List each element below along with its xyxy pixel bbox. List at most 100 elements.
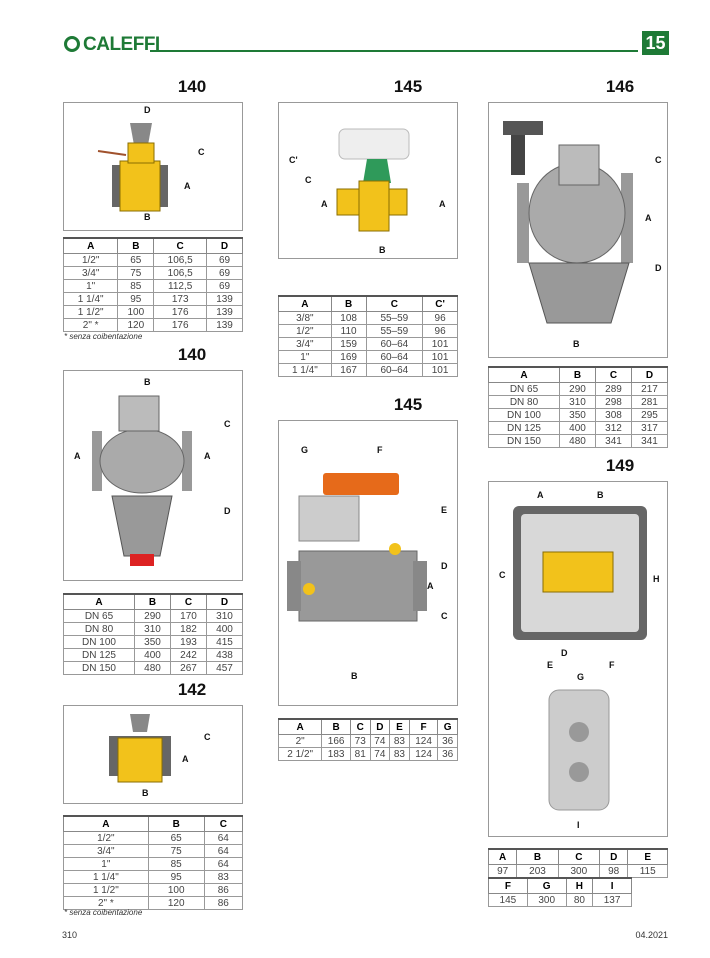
product-title-145-actuated: 145 (393, 395, 423, 414)
footnote: * senza coibentazione (64, 908, 143, 917)
dim-label: C (499, 570, 506, 580)
column-header: G (437, 718, 458, 735)
table-cell: 95 (117, 292, 155, 306)
dim-label: D (441, 561, 448, 571)
column-header: C (349, 718, 371, 735)
table-cell: 300 (557, 864, 601, 878)
column-header: A (62, 237, 119, 254)
column-header: D (205, 593, 244, 610)
table-cell: 290 (559, 382, 596, 396)
table-cell: 310 (205, 609, 244, 623)
dim-label: D (561, 648, 568, 658)
table-cell: 298 (595, 395, 632, 409)
table-cell: 74 (369, 734, 391, 748)
table-cell: DN 125 (487, 421, 561, 435)
table-cell: DN 100 (487, 408, 561, 422)
table-cell: 193 (170, 635, 207, 649)
table-cell: 170 (170, 609, 207, 623)
column-header: F (488, 877, 528, 894)
valve-142-drawing (109, 714, 171, 783)
table-cell: 101 (422, 337, 458, 351)
column-header: C' (422, 295, 458, 312)
table-cell: 95 (147, 870, 205, 884)
column-header: C (365, 295, 424, 312)
table-cell: 203 (516, 864, 559, 878)
table-cell: 69 (206, 253, 243, 267)
table-cell: 312 (595, 421, 632, 435)
column-header: B (559, 366, 596, 383)
valve-140-flanged-drawing (92, 395, 192, 566)
column-header: A (487, 848, 518, 865)
table-cell: 64 (203, 857, 244, 871)
table-cell: 310 (559, 395, 596, 409)
table-cell: 166 (321, 734, 351, 748)
table-cell: 1 1/2" (62, 305, 119, 319)
brand-name: CALEFFI (83, 34, 160, 55)
table-cell: 400 (134, 648, 171, 662)
column-header: B (147, 815, 205, 832)
valve-146-drawing (503, 121, 633, 324)
table-cell: 289 (595, 382, 632, 396)
table-cell: 124 (408, 734, 439, 748)
column-header: D (630, 366, 669, 383)
dim-label: C (441, 611, 448, 621)
table-cell: 96 (422, 324, 458, 338)
diagram-140-flanged: B C A A D (63, 370, 243, 581)
column-header: A (487, 366, 561, 383)
table-cell: 86 (203, 883, 244, 897)
column-header: F (408, 718, 439, 735)
dim-label: D (224, 506, 231, 516)
table-cell: 139 (206, 305, 243, 319)
table-cell: 183 (321, 747, 351, 761)
table-cell: 65 (117, 253, 155, 267)
product-title-140: 140 (177, 77, 207, 96)
table-cell: 480 (134, 661, 171, 675)
table-cell: 242 (170, 648, 207, 662)
table-cell: 1/2" (62, 253, 119, 267)
cabinet-149-drawing (513, 506, 647, 811)
table-cell: 74 (369, 747, 391, 761)
table-cell: 55–59 (365, 311, 424, 325)
table-cell: 310 (134, 622, 171, 636)
table-cell: 217 (630, 382, 669, 396)
table-cell: 75 (117, 266, 155, 280)
table-cell: 69 (206, 266, 243, 280)
table-cell: 1 1/4" (62, 292, 119, 306)
section-badge: 15 (642, 31, 669, 55)
valve-145-drawing (336, 128, 410, 232)
edition-date: 04.2021 (635, 930, 668, 940)
table-cell: 317 (630, 421, 669, 435)
dim-label: F (609, 660, 615, 670)
table-cell: 290 (134, 609, 171, 623)
dim-label: A (537, 490, 544, 500)
dim-label: B (142, 788, 149, 798)
table-cell: 1" (62, 279, 119, 293)
table-cell: 3/4" (62, 266, 119, 280)
table-cell: 295 (630, 408, 669, 422)
table-cell: 64 (203, 844, 244, 858)
dim-label: A (74, 451, 81, 461)
diagram-146: C A D B (488, 102, 668, 358)
column-header: C (203, 815, 244, 832)
diagram-142: C A B (63, 705, 243, 804)
valve-140-drawing (97, 123, 168, 212)
column-header: A (277, 718, 323, 735)
caleffi-logo-icon (64, 36, 80, 52)
table-cell: 3/8" (278, 311, 332, 325)
table-cell: 176 (153, 318, 208, 332)
